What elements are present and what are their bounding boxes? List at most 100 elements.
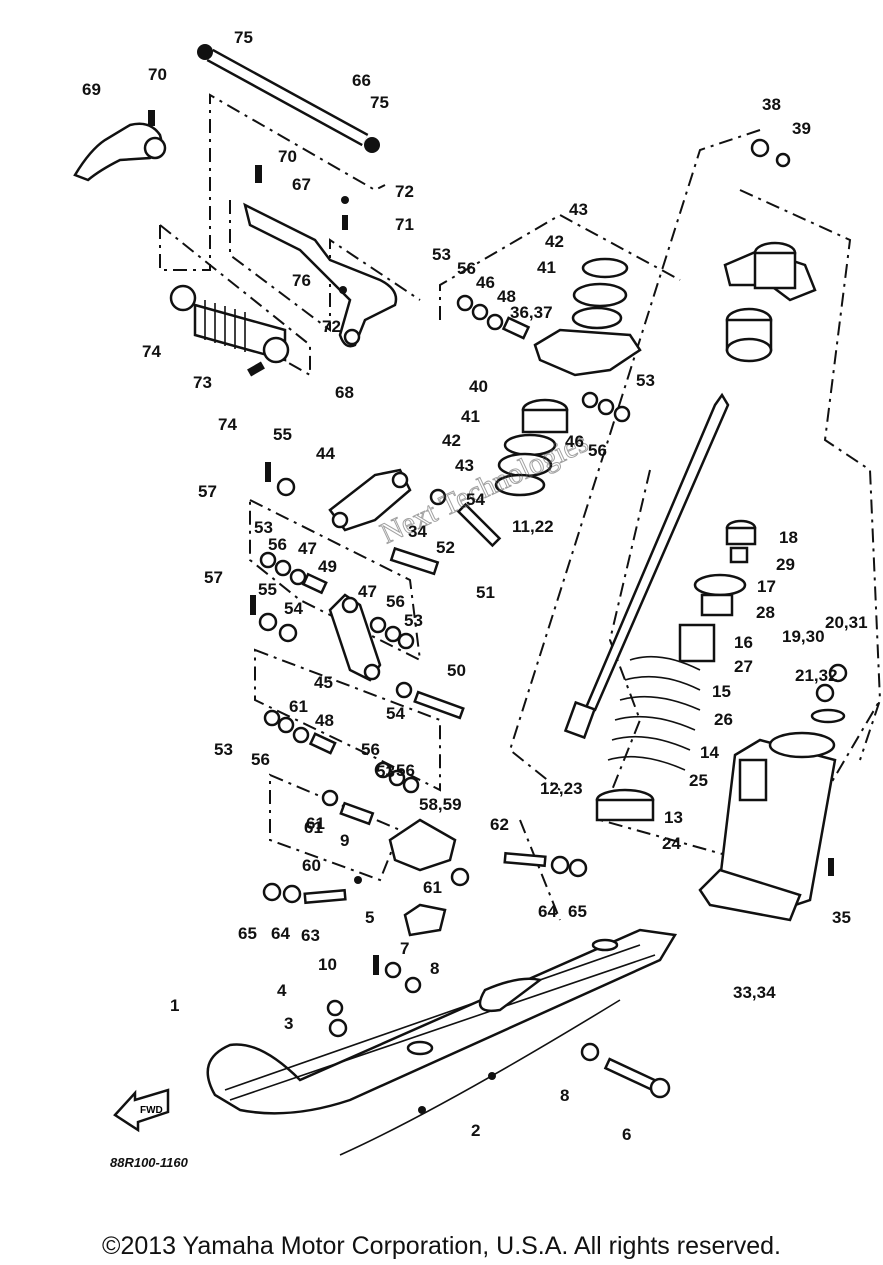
drawing-code: 88R100-1160 [110,1155,189,1170]
callout-57: 57 [204,568,223,587]
callout-52: 52 [436,538,455,557]
callout-76: 76 [292,271,311,290]
callout-1: 1 [170,996,179,1015]
spring-73 [169,284,290,377]
callout-54: 54 [386,704,405,723]
callout-56: 56 [457,259,476,278]
callout-73: 73 [193,373,212,392]
link-45 [250,551,465,720]
callout-56: 56 [396,761,415,780]
callout-63: 63 [301,926,320,945]
callout-46: 46 [476,273,495,292]
callout-56: 56 [268,535,287,554]
callout-46: 46 [565,432,584,451]
lower-bracket-40 [494,398,569,497]
callout-75: 75 [370,93,389,112]
ski-1 [206,928,678,1156]
callout-4: 4 [277,981,287,1000]
callout-67: 67 [292,175,311,194]
callout-49: 49 [318,557,337,576]
copyright-notice: ©2013 Yamaha Motor Corporation, U.S.A. A… [102,1232,781,1260]
shock-upper-housing [723,138,817,363]
callout-62: 62 [490,815,509,834]
callout-34: 34 [408,522,427,541]
callout-18: 18 [779,528,798,547]
callout-8: 8 [560,1086,569,1105]
callout-53: 53 [376,762,395,781]
dashed-group-lines [159,93,882,921]
callout-54: 54 [284,599,303,618]
callout-40: 40 [469,377,488,396]
front-direction-marker: FWD [113,1088,170,1133]
callout-72: 72 [322,317,341,336]
callout-20-31: 20,31 [825,613,868,632]
callout-36-37: 36,37 [510,303,553,322]
callout-61: 61 [306,814,325,833]
callout-15: 15 [712,682,731,701]
callout-68: 68 [335,383,354,402]
callout-28: 28 [756,603,775,622]
callout-56: 56 [361,740,380,759]
callout-7: 7 [400,939,409,958]
callout-53: 53 [404,611,423,630]
callout-48: 48 [315,711,334,730]
shock-spring-assembly [595,519,757,822]
callout-74: 74 [218,415,237,434]
callout-3: 3 [284,1014,293,1033]
callout-8: 8 [430,959,439,978]
callout-51: 51 [476,583,495,602]
callout-10: 10 [318,955,337,974]
callout-13: 13 [664,808,683,827]
lower-small-parts [262,709,588,1038]
callout-50: 50 [447,661,466,680]
callout-26: 26 [714,710,733,729]
callout-56: 56 [588,441,607,460]
callout-61: 61 [423,878,442,897]
callout-39: 39 [792,119,811,138]
callout-16: 16 [734,633,753,652]
callout-42: 42 [442,431,461,450]
callout-19-30: 19,30 [782,627,825,646]
callout-69: 69 [82,80,101,99]
callout-55: 55 [258,580,277,599]
callout-45: 45 [314,673,333,692]
callout-53: 53 [254,518,273,537]
callout-74: 74 [142,342,161,361]
steering-arm-69 [73,110,167,182]
callout-65: 65 [238,924,257,943]
callout-65: 65 [568,902,587,921]
callout-66: 66 [352,71,371,90]
callout-38: 38 [762,95,781,114]
callout-27: 27 [734,657,753,676]
callout-44: 44 [316,444,335,463]
callout-70: 70 [278,147,297,166]
callout-42: 42 [545,232,564,251]
callout-55: 55 [273,425,292,444]
callout-60: 60 [302,856,321,875]
callout-61: 61 [304,818,323,837]
callout-43: 43 [569,200,588,219]
callout-25: 25 [689,771,708,790]
callout-47: 47 [358,582,377,601]
callout-2: 2 [471,1121,480,1140]
callout-56: 56 [386,592,405,611]
shock-body-33-34 [698,663,848,922]
exploded-parts-diagram: FWD Next Te [73,28,882,1170]
callout-5: 5 [365,908,374,927]
link-44 [265,462,502,576]
callout-56: 56 [251,750,270,769]
callout-21-32: 21,32 [795,666,838,685]
callout-35: 35 [832,908,851,927]
callout-14: 14 [700,743,719,762]
callout-53: 53 [636,371,655,390]
front-marker-label: FWD [140,1105,163,1116]
callout-17: 17 [757,577,776,596]
shaft-66 [197,44,380,153]
callout-9: 9 [340,831,349,850]
callout-41: 41 [461,407,480,426]
callout-72: 72 [395,182,414,201]
callout-70: 70 [148,65,167,84]
callout-64: 64 [538,902,557,921]
callout-61: 61 [289,697,308,716]
callout-71: 71 [395,215,414,234]
